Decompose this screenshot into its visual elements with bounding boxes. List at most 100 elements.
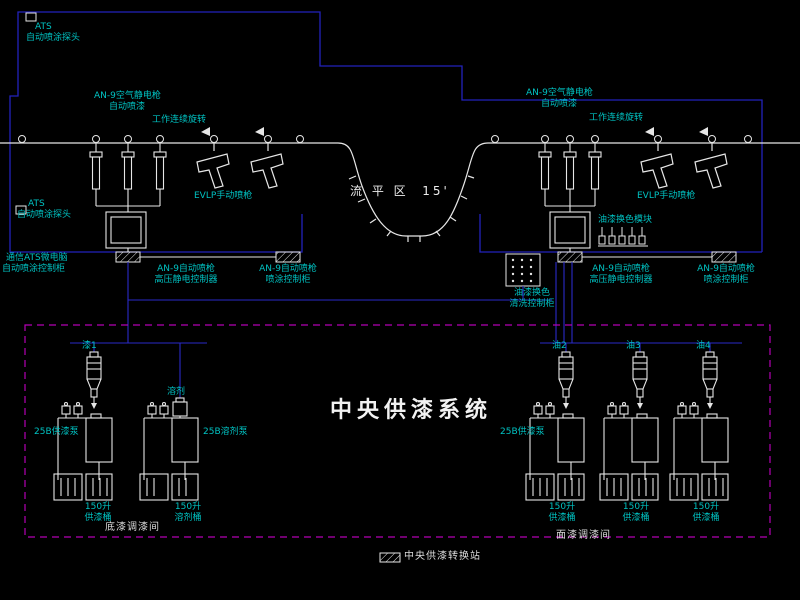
label-right-gun: AN-9空气静电枪 自动喷漆 <box>526 88 593 110</box>
booth-outline <box>9 11 763 253</box>
label-line: 中央供漆转换站 <box>404 551 481 562</box>
label-line: 高压静电控制器 <box>589 275 653 285</box>
conveyor-line <box>0 142 800 242</box>
central-paint-system-title: 中央供漆系统 <box>330 398 493 423</box>
label-color-change-module: 油漆换色模块 <box>598 215 652 226</box>
label-line: 自动喷漆 <box>541 99 578 109</box>
label-barrel-paint1: 150升 供漆桶 <box>76 502 120 524</box>
label-line: ATS <box>28 199 45 209</box>
label-pump-solvent: 溶剂 <box>167 387 185 398</box>
label-hv-cabinet-left: AN-9自动喷枪 高压静电控制器 <box>148 264 224 286</box>
label-wash-cabinet: 油漆换色 清洗控制柜 <box>501 288 563 310</box>
label-line: 25B溶剂泵 <box>203 427 248 437</box>
label-line: 150升 <box>548 502 576 512</box>
label-line: 150升 <box>84 502 112 512</box>
label-line: 面漆调漆间 <box>556 530 611 541</box>
label-line: 流 平 区 15' <box>350 184 450 198</box>
label-primer-room: 底漆调漆间 <box>105 522 160 533</box>
paint-pump-unit-4 <box>669 351 729 501</box>
label-line: 油漆换色模块 <box>598 215 653 225</box>
label-barrel-paint3: 150升 供漆桶 <box>614 502 658 524</box>
label-line: 喷涂控制柜 <box>703 275 749 285</box>
label-line: 供漆桶 <box>692 513 720 523</box>
label-line: 自动喷涂控制柜 <box>2 264 66 274</box>
paint-pump-unit-2 <box>525 351 585 501</box>
label-line: 自动喷涂探头 <box>26 33 81 43</box>
label-line: AN-9自动喷枪 <box>697 264 755 274</box>
label-evlp-right: EVLP手动喷枪 <box>637 191 695 202</box>
label-line: 150升 <box>692 502 720 512</box>
label-hv-cabinet-right: AN-9自动喷枪 高压静电控制器 <box>583 264 659 286</box>
label-spray-cabinet-right: AN-9自动喷枪 喷涂控制柜 <box>692 264 760 286</box>
label-line: 150升 <box>622 502 650 512</box>
evlp-gun-icons <box>196 143 728 189</box>
label-pump-paint1: 漆1 <box>82 341 97 352</box>
label-line: 工作连续旋转 <box>152 115 207 125</box>
label-solvent-pump: 25B溶剂泵 <box>203 427 248 438</box>
label-line: ATS <box>35 22 52 32</box>
label-line: AN-9空气静电枪 <box>526 88 593 98</box>
label-line: 清洗控制柜 <box>509 299 555 309</box>
label-line: 油2 <box>552 341 567 351</box>
label-supply-pump-left: 25B供漆泵 <box>34 427 79 438</box>
wash-cabinet-icon <box>505 253 541 287</box>
conveyor-hanger-icons <box>18 135 752 143</box>
label-line: AN-9自动喷枪 <box>157 264 215 274</box>
auto-spray-station-left <box>89 143 167 252</box>
label-ats-probe-mid: ATS 自动喷涂探头 <box>17 199 71 221</box>
label-ats-probe-top: ATS 自动喷涂探头 <box>26 22 80 44</box>
label-line: 供漆桶 <box>548 513 576 523</box>
paint-supply-piping <box>70 262 742 398</box>
paint-room-boundary <box>24 324 771 538</box>
label-barrel-paint2: 150升 供漆桶 <box>540 502 584 524</box>
label-line: 工作连续旋转 <box>589 113 644 123</box>
label-barrel-paint4: 150升 供漆桶 <box>684 502 728 524</box>
label-line: AN-9自动喷枪 <box>259 264 317 274</box>
label-line: 通信ATS微电脑 <box>6 253 68 263</box>
auto-spray-station-right <box>538 143 602 252</box>
label-line: 供漆桶 <box>622 513 650 523</box>
label-line: 油3 <box>626 341 641 351</box>
label-line: 喷涂控制柜 <box>265 275 311 285</box>
label-line: 漆1 <box>82 341 97 351</box>
label-topcoat-room: 面漆调漆间 <box>556 530 611 541</box>
label-line: 油4 <box>696 341 711 351</box>
label-barrel-solvent: 150升 溶剂桶 <box>166 502 210 524</box>
label-right-rotate: 工作连续旋转 <box>589 113 643 124</box>
label-line: 高压静电控制器 <box>154 275 218 285</box>
label-line: 中央供漆系统 <box>330 398 493 423</box>
paint-pump-unit-3 <box>599 351 659 501</box>
paint-pump-unit-1 <box>53 351 113 501</box>
label-leveling-zone: 流 平 区 15' <box>350 164 450 208</box>
label-line: 自动喷漆 <box>109 102 146 112</box>
label-line: 供漆桶 <box>84 513 112 523</box>
label-line: 溶剂桶 <box>174 513 202 523</box>
label-pump-oil3: 油3 <box>626 341 641 352</box>
label-left-gun: AN-9空气静电枪 自动喷漆 <box>94 91 161 113</box>
label-pump-oil4: 油4 <box>696 341 711 352</box>
label-line: 底漆调漆间 <box>105 522 160 533</box>
label-comm-cabinet: 通信ATS微电脑 自动喷涂控制柜 <box>2 253 68 275</box>
ats-probe-icons <box>15 12 37 215</box>
color-change-module-icon <box>598 227 648 247</box>
label-line: AN-9空气静电枪 <box>94 91 161 101</box>
label-line: 溶剂 <box>167 387 186 397</box>
legend-hatch-swatch <box>379 552 401 563</box>
label-legend: 中央供漆转换站 <box>404 551 481 562</box>
label-supply-pump-right: 25B供漆泵 <box>500 427 545 438</box>
label-left-rotate: 工作连续旋转 <box>152 115 206 126</box>
label-line: 自动喷涂探头 <box>17 210 72 220</box>
rotation-flag-icons <box>201 127 708 136</box>
label-spray-cabinet-left: AN-9自动喷枪 喷涂控制柜 <box>254 264 322 286</box>
label-line: EVLP手动喷枪 <box>637 191 696 201</box>
solvent-pump-unit <box>139 397 199 501</box>
control-cabinet-icons <box>115 251 737 263</box>
label-evlp-left: EVLP手动喷枪 <box>194 191 252 202</box>
label-pump-oil2: 油2 <box>552 341 567 352</box>
label-line: EVLP手动喷枪 <box>194 191 253 201</box>
label-line: AN-9自动喷枪 <box>592 264 650 274</box>
label-line: 油漆换色 <box>513 288 550 298</box>
label-line: 25B供漆泵 <box>34 427 79 437</box>
